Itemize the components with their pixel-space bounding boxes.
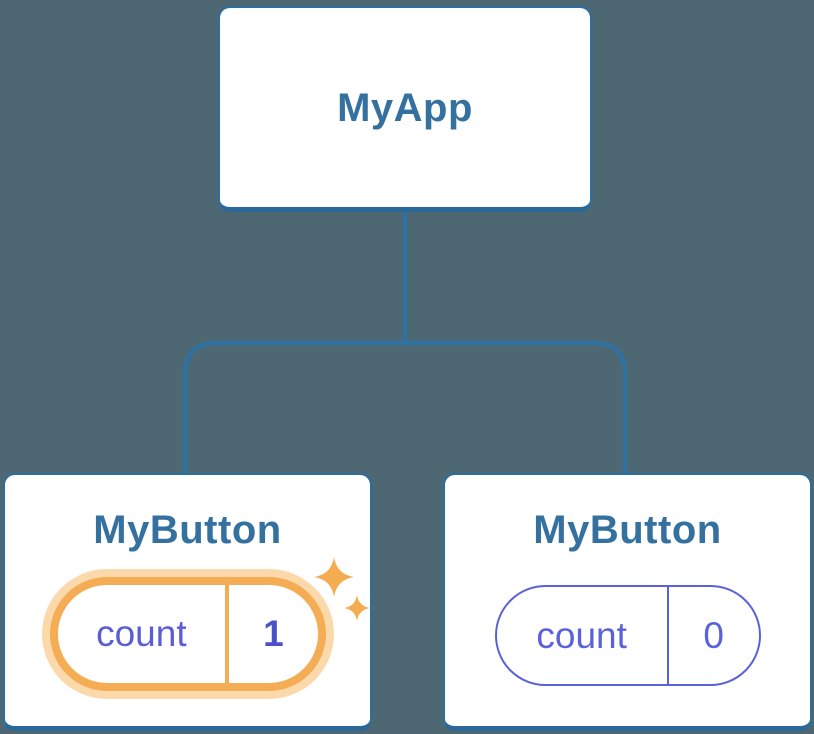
component-node-myapp: MyApp [218, 6, 592, 212]
node-label-mybutton-left: MyButton [93, 508, 282, 552]
sparkle-icon [343, 595, 370, 621]
connector-branch [182, 340, 628, 475]
sparkle-icon [313, 557, 354, 597]
state-key-label: count [536, 614, 627, 656]
state-value: 1 [263, 613, 284, 654]
state-value: 0 [703, 614, 724, 656]
state-pill-plain: count 0 [494, 585, 761, 686]
pill-divider [225, 585, 230, 683]
node-label-mybutton-right: MyButton [533, 508, 722, 552]
component-node-mybutton-right: MyButton count 0 [443, 473, 812, 731]
pill-divider [666, 587, 669, 684]
state-key-label: count [96, 613, 187, 654]
state-pill-highlighted: count 1 [49, 557, 370, 691]
component-node-mybutton-left: MyButton count 1 [3, 473, 372, 731]
node-label-myapp: MyApp [337, 85, 473, 130]
